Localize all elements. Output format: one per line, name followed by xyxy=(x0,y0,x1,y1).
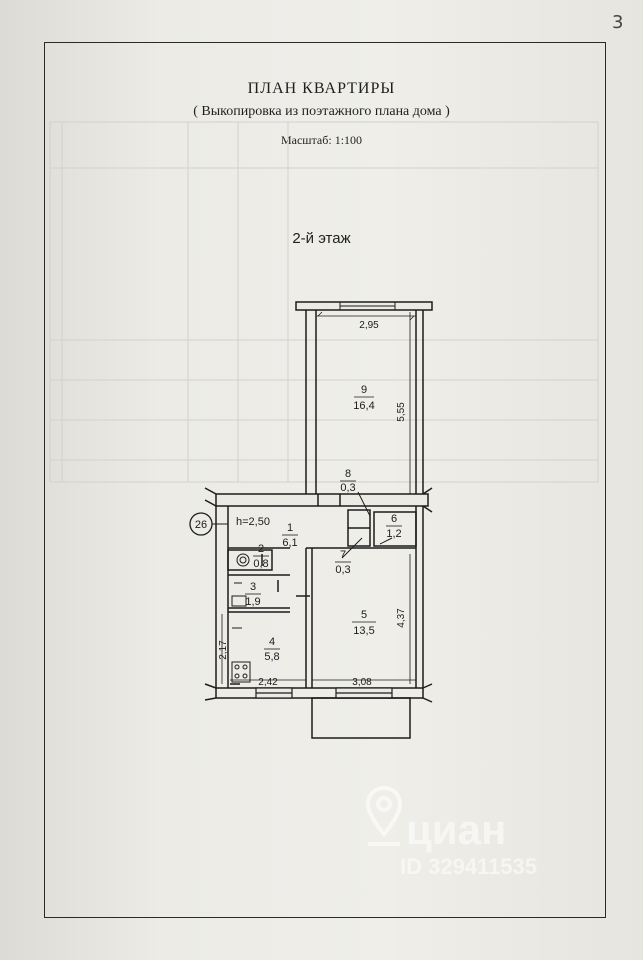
balcony-top xyxy=(295,301,433,311)
dim-length-room-4: 2,17 xyxy=(218,640,229,660)
room-8-area: 0,3 xyxy=(340,482,355,494)
bottom-windows xyxy=(255,687,393,699)
room-7-number: 7 xyxy=(340,549,346,561)
room-2-area: 0,8 xyxy=(253,558,268,570)
watermark-brand: циан xyxy=(406,806,507,853)
dim-length-room-5: 4,37 xyxy=(396,608,407,628)
room-3-area: 1,9 xyxy=(245,596,260,608)
room-7-area: 0,3 xyxy=(335,564,350,576)
dimension-lines xyxy=(221,311,416,684)
room-6-area: 1,2 xyxy=(386,528,401,540)
room-9-walls xyxy=(305,310,424,496)
main-partition xyxy=(215,493,429,507)
room-1-area: 6,1 xyxy=(282,537,297,549)
sanitary-fixtures xyxy=(231,553,251,683)
dim-width-room-4: 2,42 xyxy=(258,677,278,688)
dim-width-room-5: 3,08 xyxy=(352,677,372,688)
building-number-marker: 26 xyxy=(189,512,228,536)
watermark-id: ID 329411535 xyxy=(400,854,538,879)
show-through-table xyxy=(49,121,599,483)
room-1-number: 1 xyxy=(287,522,293,534)
location-pin-icon xyxy=(365,785,403,846)
room-labels: 9 16,4 8 0,3 1 6,1 6 1,2 2 0,8 7 0,3 3 1… xyxy=(245,384,402,663)
dim-width-room-9: 2,95 xyxy=(359,320,379,331)
plan-subtitle: ( Выкопировка из поэтажного плана дома ) xyxy=(193,104,450,119)
watermark: циан ID 329411535 xyxy=(362,782,602,882)
room-5-area: 13,5 xyxy=(353,625,374,637)
leader-lines xyxy=(341,491,393,559)
page-frame xyxy=(44,42,606,918)
room-5-number: 5 xyxy=(361,609,367,621)
building-number: 26 xyxy=(195,519,207,531)
room-6-number: 6 xyxy=(391,513,397,525)
room-2-number: 2 xyxy=(258,543,264,555)
dimension-labels: 2,95 5,55 4,37 2,42 3,08 2,17 xyxy=(218,320,407,688)
interior-partitions xyxy=(227,509,417,688)
room-3-number: 3 xyxy=(250,581,256,593)
room-9-area: 16,4 xyxy=(353,400,374,412)
room-4-number: 4 xyxy=(269,636,275,648)
room-4-area: 5,8 xyxy=(264,651,279,663)
ceiling-height: h=2,50 xyxy=(236,516,270,528)
balcony-bottom xyxy=(311,697,411,739)
dim-length-room-9: 5,55 xyxy=(396,402,407,422)
plan-title: ПЛАН КВАРТИРЫ xyxy=(247,80,396,97)
floor-label: 2-й этаж xyxy=(292,230,351,247)
room-9-number: 9 xyxy=(361,384,367,396)
page-number: 3 xyxy=(612,12,624,33)
plan-scale: Масштаб: 1:100 xyxy=(280,133,363,147)
room-8-number: 8 xyxy=(345,468,351,480)
